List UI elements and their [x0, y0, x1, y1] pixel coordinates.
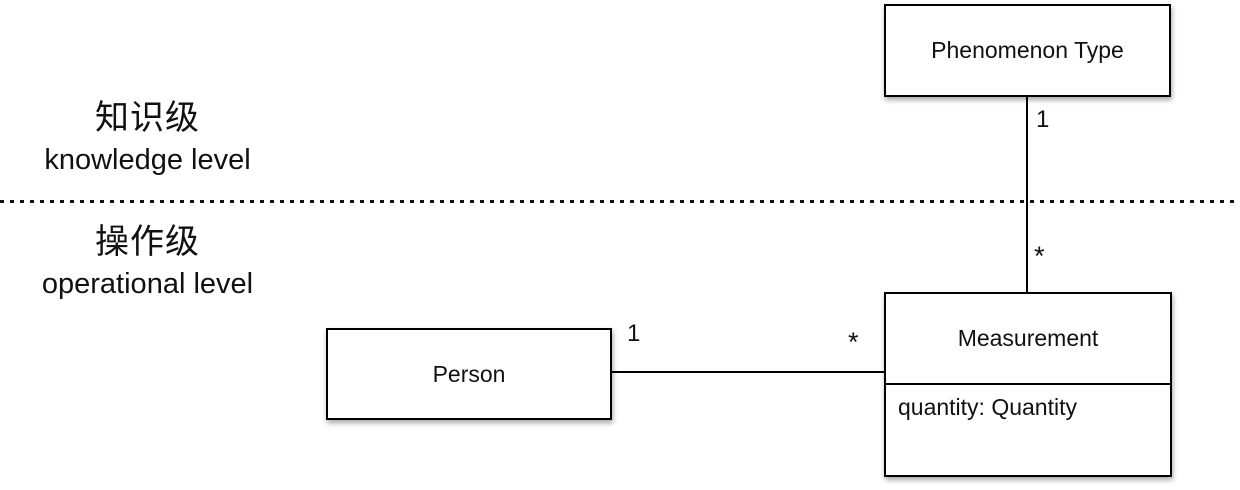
level-separator-line	[0, 200, 1240, 203]
association-line-person-measurement	[612, 371, 884, 373]
multiplicity-measurement-top-end: *	[1034, 241, 1045, 271]
knowledge-level-label-en: knowledge level	[44, 144, 251, 176]
operational-level-label: 操作级 operational level	[5, 220, 290, 304]
knowledge-level-label-zh: 知识级	[95, 99, 200, 137]
measurement-attribute-compartment: quantity: Quantity	[886, 385, 1170, 475]
class-box-measurement: Measurement quantity: Quantity	[884, 292, 1172, 477]
measurement-name-compartment: Measurement	[886, 294, 1170, 385]
multiplicity-measurement-left-end: *	[848, 327, 859, 357]
operational-level-label-en: operational level	[41, 268, 254, 300]
class-box-person: Person	[326, 328, 612, 420]
class-name-phenomenon-type: Phenomenon Type	[931, 37, 1124, 63]
multiplicity-phenomenon-type-end: 1	[1036, 106, 1050, 133]
operational-level-label-zh: 操作级	[95, 223, 200, 261]
class-box-phenomenon-type: Phenomenon Type	[884, 4, 1171, 97]
class-name-person: Person	[432, 360, 506, 387]
knowledge-level-label: 知识级 knowledge level	[5, 96, 290, 180]
class-name-measurement: Measurement	[957, 325, 1099, 351]
association-line-type-instance	[1026, 97, 1028, 292]
multiplicity-person-end: 1	[627, 320, 641, 347]
measurement-attribute-quantity: quantity: Quantity	[898, 394, 1077, 420]
